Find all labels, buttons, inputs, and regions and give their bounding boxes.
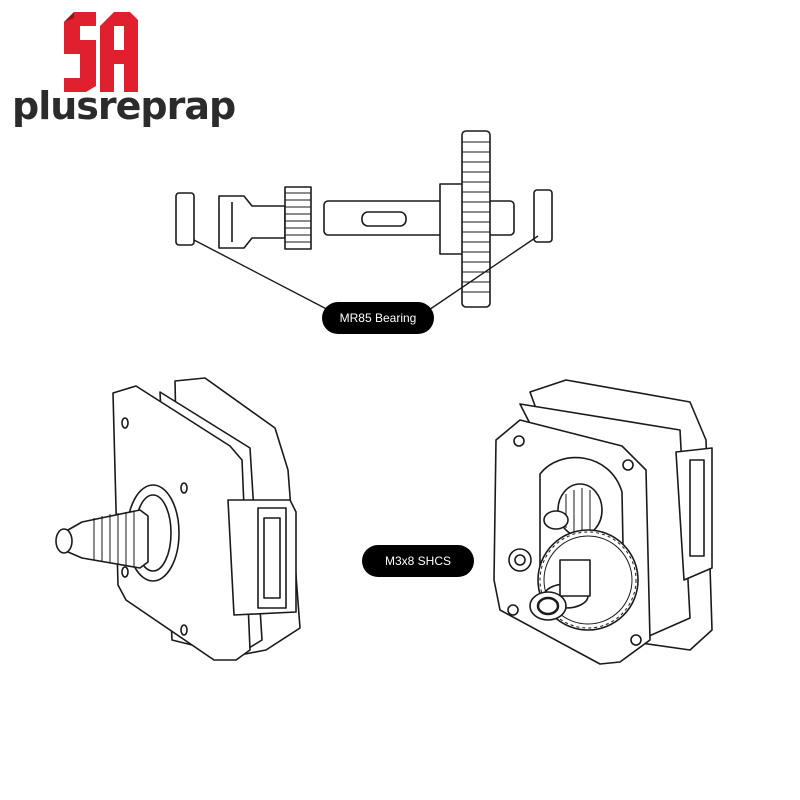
exploded-gear-shaft: [175, 130, 553, 308]
brand-logo-mark: [60, 8, 140, 94]
gear-hub: [439, 183, 465, 255]
mr85-bearing-callout: MR85 Bearing: [322, 302, 434, 334]
stepper-motor-left: [55, 377, 301, 661]
pinion-gear: [284, 186, 312, 250]
motor-pinion: [67, 509, 149, 569]
sa-mark-icon: [64, 12, 138, 92]
m3x8-shcs-callout: M3x8 SHCS: [362, 545, 474, 577]
bearing-left: [175, 192, 195, 246]
bearing-right: [533, 189, 553, 243]
shaft-slot: [361, 211, 407, 227]
pinion-shaft: [218, 195, 286, 249]
bearing-leader-lines: [193, 235, 539, 317]
large-gear: [461, 130, 491, 308]
brand-wordmark: plusreprap: [12, 84, 236, 128]
extruder-assembly-right: [493, 379, 713, 665]
